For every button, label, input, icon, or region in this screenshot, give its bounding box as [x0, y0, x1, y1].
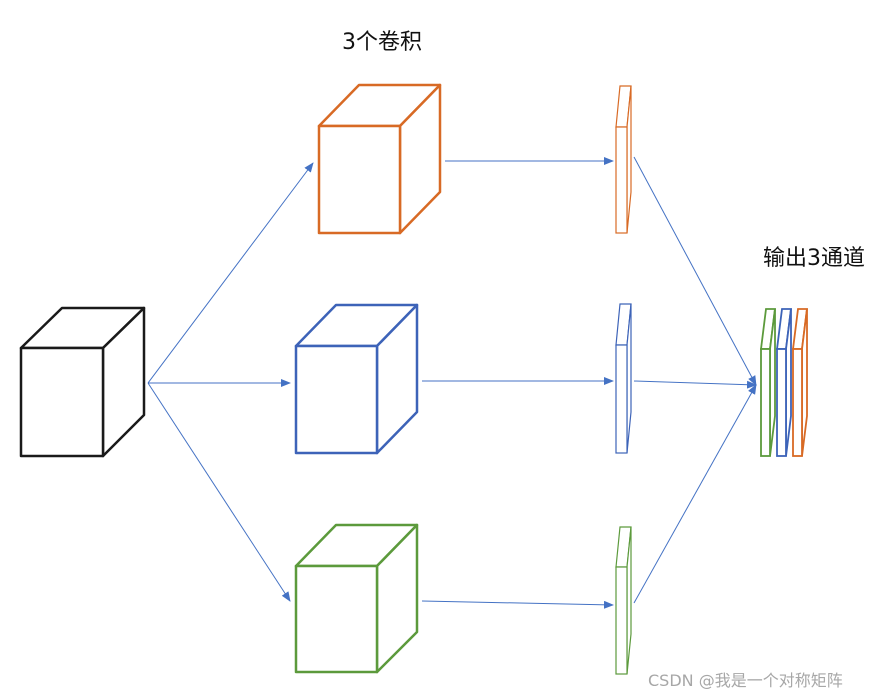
arrow-orange-map-to-output — [633, 156, 757, 386]
output-channel-blue — [775, 308, 793, 457]
output-channel-green — [759, 308, 777, 457]
feature-map-blue — [615, 303, 632, 454]
kernel-cube-blue — [294, 303, 419, 455]
arrow-input-to-green-kernel — [147, 382, 291, 602]
arrow-green-map-to-output — [633, 384, 757, 604]
watermark: CSDN @我是一个对称矩阵 — [648, 671, 843, 690]
arrow-green-kernel-to-map — [421, 600, 614, 609]
kernels-title: 3个卷积 — [342, 30, 422, 55]
feature-map-green — [615, 526, 632, 675]
arrow-blue-map-to-output — [633, 380, 757, 389]
output-channel-orange — [791, 308, 809, 457]
output-title: 输出3通道 — [763, 246, 865, 271]
kernel-cube-orange — [317, 83, 442, 235]
arrow-input-to-orange-kernel — [147, 162, 314, 384]
input-cube — [19, 306, 146, 458]
feature-map-orange — [615, 85, 632, 234]
kernel-cube-green — [294, 523, 419, 674]
